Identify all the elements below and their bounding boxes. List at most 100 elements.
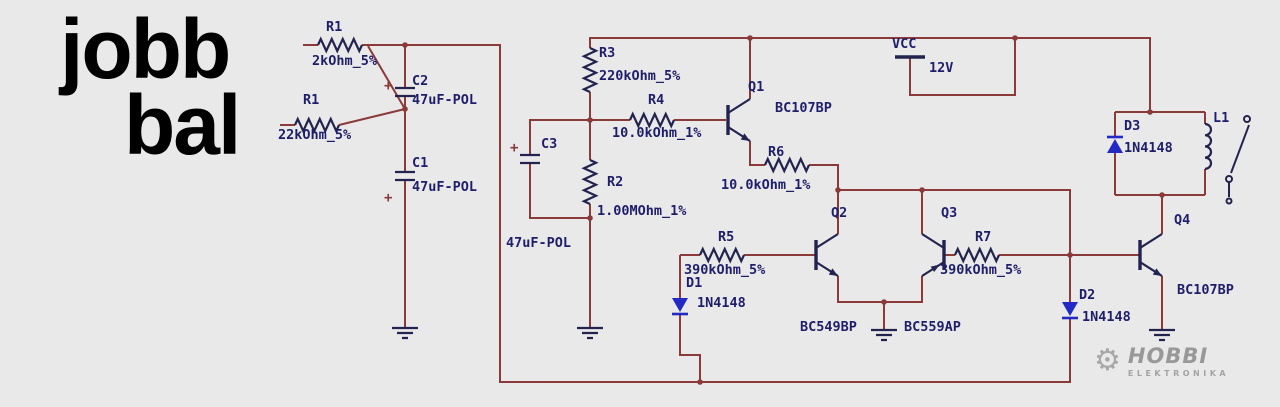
label-q4-part: BC107BP	[1177, 282, 1234, 298]
wire-segments	[280, 37, 1206, 383]
label-r5-ref: R5	[718, 229, 734, 245]
vcc-power-symbol: VCC 12V	[892, 36, 953, 76]
label-r4-ref: R4	[648, 92, 664, 108]
junction-dot	[835, 187, 841, 193]
component-labels: R1 2kOhm_5% R1 22kOhm_5% C2 47uF-POL C1 …	[278, 19, 1234, 335]
label-r1a-value: 2kOhm_5%	[312, 53, 378, 69]
inductor-l1-symbol	[1204, 122, 1213, 170]
switch-terminal	[1225, 197, 1233, 205]
switch-terminal	[1225, 175, 1233, 183]
emitter-arrow	[740, 133, 750, 141]
label-c2-ref: C2	[412, 73, 428, 89]
label-c3-ref: C3	[541, 136, 557, 152]
junction-dot	[881, 299, 887, 305]
wire-net	[280, 35, 1206, 385]
label-l1-ref: L1	[1213, 110, 1229, 126]
label-q2-ref: Q2	[831, 205, 847, 221]
label-d3-value: 1N4148	[1124, 140, 1173, 156]
junction-dot	[587, 117, 593, 123]
polarity-plus: +	[384, 78, 392, 94]
transistor-q4-symbol	[1138, 233, 1163, 277]
capacitor-c2-symbol: +	[384, 78, 415, 98]
label-r1b-value: 22kOhm_5%	[278, 127, 352, 143]
resistor-r1a-symbol	[317, 36, 363, 54]
label-r6-value: 10.0kOhm_1%	[721, 177, 811, 193]
label-r3-ref: R3	[599, 45, 615, 61]
ground-symbol	[392, 326, 418, 340]
label-r6-ref: R6	[768, 144, 784, 160]
resistor-r4-symbol	[629, 111, 675, 129]
label-r2-value: 1.00MOhm_1%	[597, 203, 687, 219]
transistor-q2-symbol	[814, 233, 839, 277]
vcc-net-label: VCC	[892, 36, 916, 52]
watermark-tagline: ELEKTRONIKA	[1127, 369, 1230, 378]
relay-switch-symbol	[1225, 115, 1251, 205]
junction-dot	[402, 42, 408, 48]
emitter-arrow	[828, 268, 838, 276]
label-d1-value: 1N4148	[697, 295, 746, 311]
junction-dot	[1012, 35, 1018, 41]
label-r1b-ref: R1	[303, 92, 319, 108]
ground-symbol	[1149, 328, 1175, 342]
label-c1-ref: C1	[412, 155, 428, 171]
label-r1a-ref: R1	[326, 19, 342, 35]
label-d2-value: 1N4148	[1082, 309, 1131, 325]
diode-d3-symbol	[1107, 135, 1123, 153]
polarity-plus: +	[384, 190, 392, 206]
capacitor-c3-symbol: +	[510, 140, 540, 165]
switch-blade	[1230, 124, 1250, 174]
label-r7-ref: R7	[975, 229, 991, 245]
label-c2-value: 47uF-POL	[412, 92, 477, 108]
vcc-voltage-label: 12V	[929, 60, 953, 76]
emitter-arrow	[1152, 268, 1162, 276]
junction-dot	[1067, 252, 1073, 258]
junction-dot	[919, 187, 925, 193]
resistor-r6-symbol	[764, 156, 810, 174]
title-line-1: jobb	[60, 2, 231, 96]
watermark-brand: HOBBI	[1127, 344, 1209, 368]
watermark-text: HOBBI ELEKTRONIKA	[1128, 344, 1229, 378]
label-c1-value: 47uF-POL	[412, 179, 477, 195]
resistor-r3-symbol	[581, 47, 599, 93]
label-q1-part: BC107BP	[775, 100, 832, 116]
ground-symbol	[577, 326, 603, 340]
page-title: jobb bal	[60, 7, 241, 172]
junction-dot	[1147, 109, 1153, 115]
ground-symbol	[871, 328, 897, 342]
label-c3-value: 47uF-POL	[506, 235, 571, 251]
label-q4-ref: Q4	[1174, 212, 1190, 228]
label-r5-value: 390kOhm_5%	[684, 262, 766, 278]
junction-dot	[587, 215, 593, 221]
label-r7-value: 390kOhm_5%	[940, 262, 1022, 278]
junction-dot	[747, 35, 753, 41]
resistor-r2-symbol	[581, 159, 599, 205]
junction-dot	[1159, 192, 1165, 198]
diode-d1-symbol	[672, 298, 688, 316]
junction-dot	[402, 106, 408, 112]
resistor-r1b-symbol	[294, 116, 340, 134]
label-d3-ref: D3	[1124, 118, 1140, 134]
label-d2-ref: D2	[1079, 287, 1095, 303]
title-line-2: bal	[124, 77, 241, 172]
emitter-arrow	[930, 264, 940, 272]
watermark-logo: ⚙ HOBBI ELEKTRONIKA	[1094, 344, 1229, 378]
label-q3-part: BC559AP	[904, 319, 961, 335]
gear-icon: ⚙	[1094, 343, 1121, 378]
label-r3-value: 220kOhm_5%	[599, 68, 681, 84]
transistor-q1-symbol	[726, 98, 751, 142]
label-d1-ref: D1	[686, 275, 702, 291]
label-q3-ref: Q3	[941, 205, 957, 221]
label-r2-ref: R2	[607, 174, 623, 190]
junction-dot	[697, 379, 703, 385]
polarity-plus: +	[510, 140, 518, 156]
switch-terminal	[1243, 115, 1251, 123]
resistor-r5-symbol	[699, 246, 745, 264]
label-q2-part: BC549BP	[800, 319, 857, 335]
resistor-r7-symbol	[954, 246, 1000, 264]
label-r4-value: 10.0kOhm_1%	[612, 125, 702, 141]
diode-d2-symbol	[1062, 302, 1078, 320]
transistor-q3-symbol	[921, 233, 946, 277]
label-q1-ref: Q1	[748, 79, 764, 95]
